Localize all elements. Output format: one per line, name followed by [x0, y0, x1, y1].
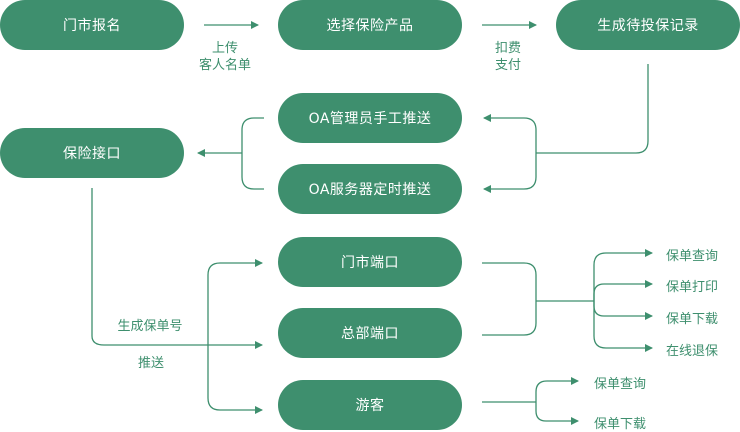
output-policy-query: 保单查询: [666, 249, 719, 264]
output-tourist-policy-download: 保单下载: [594, 417, 647, 432]
output-tourist-policy-query: 保单查询: [594, 377, 647, 392]
node-hq-port: 总部端口: [278, 308, 462, 358]
node-oa-scheduled-push: OA服务器定时推送: [278, 164, 462, 214]
edge-label-pay-line1: 扣费: [494, 41, 521, 56]
node-generate-pending: 生成待投保记录: [556, 0, 740, 50]
edge-label-pay-line2: 支付: [494, 58, 521, 73]
edge-label-pay: 扣费 支付: [478, 40, 538, 74]
node-choose-product: 选择保险产品: [278, 0, 462, 50]
edge-label-upload: 上传 客人名单: [190, 40, 260, 74]
node-oa-manual-push: OA管理员手工推送: [278, 93, 462, 143]
edge-label-upload-line2: 客人名单: [198, 58, 251, 73]
edge-label-upload-line1: 上传: [211, 41, 238, 56]
node-tourist: 游客: [278, 380, 462, 430]
node-insurance-interface: 保险接口: [0, 128, 184, 178]
node-store-signup: 门市报名: [0, 0, 184, 50]
output-policy-download: 保单下载: [666, 312, 719, 327]
edge-label-policy-no: 生成保单号: [117, 319, 183, 334]
output-online-refund: 在线退保: [666, 344, 719, 359]
output-policy-print: 保单打印: [666, 280, 719, 295]
node-store-port: 门市端口: [278, 237, 462, 287]
edge-label-push: 推送: [137, 356, 164, 371]
